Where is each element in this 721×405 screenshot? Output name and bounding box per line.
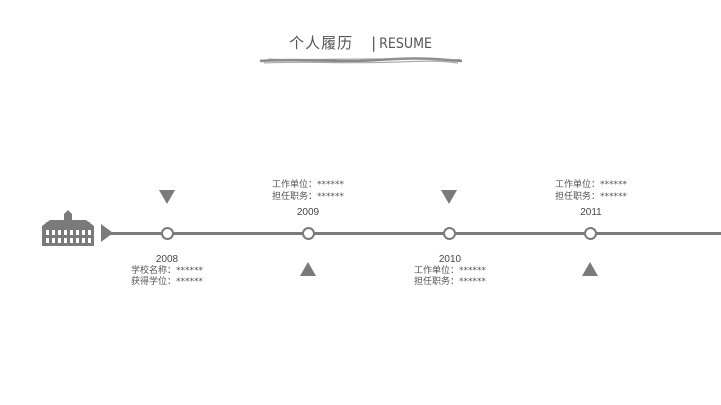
title-chinese: 个人履历	[289, 34, 354, 52]
timeline-entry-2009: 工作单位：****** 担任职务：****** 2009	[248, 180, 368, 219]
timeline-node	[302, 227, 315, 240]
entry-year: 2009	[296, 207, 320, 218]
entry-line-1: 学校名称：******	[130, 265, 203, 276]
entry-line-2: 获得学位：******	[130, 277, 203, 287]
timeline-node	[584, 227, 597, 240]
triangle-down-icon	[441, 190, 457, 204]
entry-year: 2010	[438, 254, 462, 265]
timeline-node	[161, 227, 174, 240]
timeline-line	[108, 232, 721, 235]
title-english: RESUME	[379, 36, 432, 52]
page-title: 个人履历 |RESUME	[0, 32, 721, 53]
title-separator: |	[371, 34, 378, 52]
timeline-entry-2010: 2010 工作单位：****** 担任职务：******	[390, 254, 510, 289]
entry-line-1: 工作单位：******	[554, 180, 627, 190]
triangle-up-icon	[300, 262, 316, 276]
building-icon	[42, 210, 94, 246]
entry-year: 2008	[155, 254, 179, 265]
arrow-right-icon	[101, 224, 113, 242]
brush-underline	[259, 57, 463, 64]
entry-line-2: 担任职务：******	[554, 191, 627, 202]
entry-year: 2011	[580, 207, 602, 218]
entry-line-1: 工作单位：******	[413, 265, 486, 276]
triangle-down-icon	[159, 190, 175, 204]
entry-line-2: 担任职务：******	[413, 277, 486, 287]
triangle-up-icon	[582, 262, 598, 276]
entry-line-1: 工作单位：******	[271, 180, 344, 190]
timeline-entry-2008: 2008 学校名称：****** 获得学位：******	[107, 254, 227, 289]
timeline-entry-2011: 工作单位：****** 担任职务：****** 2011	[531, 180, 651, 219]
entry-line-2: 担任职务：******	[271, 191, 344, 202]
timeline-node	[443, 227, 456, 240]
